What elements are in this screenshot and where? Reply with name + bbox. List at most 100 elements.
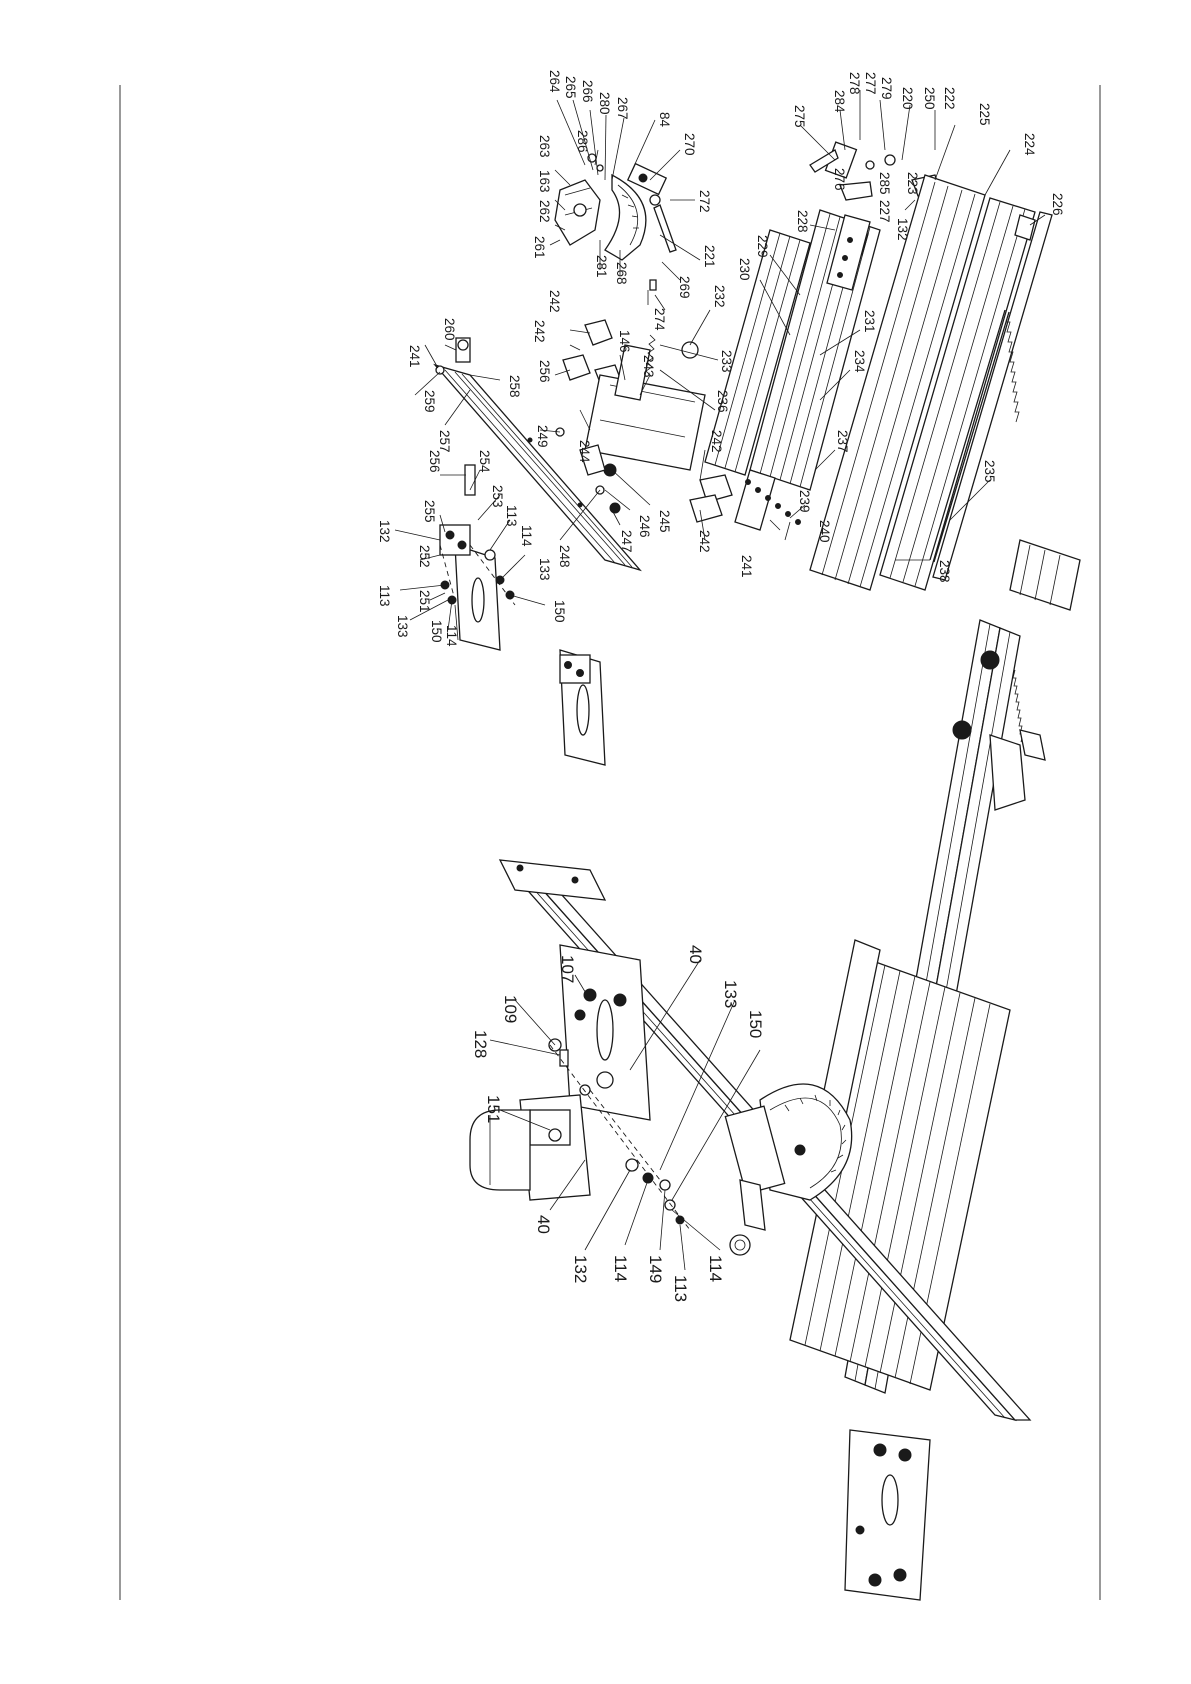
callout-244: 244 <box>577 440 592 463</box>
fence-rails-exploded <box>809 174 1053 591</box>
callout-133-top: 133 <box>721 980 740 1008</box>
callout-226: 226 <box>1050 193 1065 216</box>
callout-107: 107 <box>558 955 577 983</box>
callout-113-bottom: 113 <box>671 1275 690 1302</box>
callout-264: 264 <box>547 70 562 93</box>
callout-232: 232 <box>712 285 727 308</box>
callout-275: 275 <box>792 105 807 128</box>
callout-40-bottom: 40 <box>534 1215 553 1234</box>
callouts-large: 40 133 150 107 109 128 151 40 132 114 14… <box>471 945 765 1302</box>
callout-240: 240 <box>817 520 832 543</box>
assembled-miter-head <box>724 1083 853 1256</box>
callout-256b: 256 <box>427 450 442 473</box>
bracket-assembly-exploded <box>439 464 516 651</box>
callout-259: 259 <box>422 390 437 413</box>
callout-265: 265 <box>563 76 578 99</box>
callout-151: 151 <box>484 1095 503 1123</box>
callout-222: 222 <box>942 87 957 110</box>
callout-284: 284 <box>832 90 847 113</box>
callout-113b: 113 <box>377 585 392 607</box>
callout-278: 278 <box>847 72 862 95</box>
fence-bar-exploded <box>433 337 642 572</box>
callout-114-bottom-a: 114 <box>611 1255 630 1282</box>
callout-247: 247 <box>619 530 634 553</box>
motor-bracket-hardware <box>548 1009 691 1231</box>
bar-and-screws-exploded <box>734 469 801 531</box>
bracket-second-exploded <box>559 649 606 766</box>
callout-228: 228 <box>795 210 810 233</box>
callout-245: 245 <box>657 510 672 533</box>
callout-133a: 133 <box>537 558 552 581</box>
callout-221: 221 <box>702 245 717 268</box>
miter-head-exploded <box>554 153 677 305</box>
callout-237: 237 <box>835 430 850 453</box>
callout-114-bottom-b: 114 <box>706 1255 725 1282</box>
callout-250: 250 <box>922 87 937 110</box>
callout-257: 257 <box>437 430 452 453</box>
callout-113a: 113 <box>504 505 519 527</box>
callout-268: 268 <box>614 262 629 285</box>
callout-260: 260 <box>442 318 457 341</box>
callout-261: 261 <box>532 236 547 259</box>
callout-277: 277 <box>863 72 878 95</box>
callout-254: 254 <box>477 450 492 473</box>
assembled-table-extrusion <box>789 939 1011 1391</box>
callout-229: 229 <box>755 235 770 258</box>
callout-280: 280 <box>597 92 612 115</box>
callout-242a: 242 <box>547 290 562 313</box>
callout-253: 253 <box>490 485 505 508</box>
callout-239: 239 <box>797 490 812 513</box>
callout-266: 266 <box>580 80 595 103</box>
callout-256a: 256 <box>537 360 552 383</box>
assembled-end-bracket <box>844 1429 931 1601</box>
callout-276: 276 <box>832 168 847 191</box>
callout-40-top: 40 <box>686 945 705 964</box>
callout-132-bottom: 132 <box>571 1255 590 1283</box>
callout-238: 238 <box>937 560 952 583</box>
callout-234: 234 <box>852 350 867 373</box>
callout-272: 272 <box>697 190 712 213</box>
callout-267: 267 <box>615 97 630 120</box>
callout-258: 258 <box>507 375 522 398</box>
callout-114b: 114 <box>444 625 459 647</box>
callout-84: 84 <box>657 112 672 128</box>
callouts-small: 264 265 266 280 267 84 270 286 263 163 2… <box>377 70 1065 647</box>
callout-146: 146 <box>617 330 632 353</box>
callout-236: 236 <box>715 390 730 413</box>
callout-233: 233 <box>719 350 734 373</box>
callout-255: 255 <box>422 500 437 523</box>
callout-246: 246 <box>637 515 652 538</box>
callout-235: 235 <box>982 460 997 483</box>
callout-163: 163 <box>537 170 552 193</box>
callout-231: 231 <box>862 310 877 333</box>
callout-150a: 150 <box>552 600 567 623</box>
callout-150b: 150 <box>429 620 444 643</box>
callout-251: 251 <box>417 590 432 613</box>
callout-227: 227 <box>877 200 892 223</box>
hold-down-clamps-exploded <box>555 319 733 523</box>
callout-252: 252 <box>417 545 432 568</box>
callout-270: 270 <box>682 133 697 156</box>
callout-132b: 132 <box>377 520 392 543</box>
callout-225: 225 <box>977 103 992 126</box>
callout-132a: 132 <box>895 218 910 241</box>
callout-269: 269 <box>677 276 692 299</box>
assembled-left-bracket-motor <box>469 944 651 1201</box>
callout-281: 281 <box>594 255 609 278</box>
callout-128: 128 <box>471 1030 490 1058</box>
callout-149: 149 <box>646 1255 665 1283</box>
callout-224: 224 <box>1022 133 1037 156</box>
callout-242c: 242 <box>709 430 724 453</box>
callout-262: 262 <box>537 200 552 223</box>
callout-109: 109 <box>501 995 520 1023</box>
extrusion-plate-exploded <box>704 209 881 491</box>
callout-133b: 133 <box>395 615 410 638</box>
callout-220: 220 <box>900 87 915 110</box>
callout-242d: 242 <box>697 530 712 553</box>
callout-243: 243 <box>641 355 656 378</box>
callout-223: 223 <box>905 172 920 195</box>
leader-lines <box>394 90 1046 1271</box>
callout-249: 249 <box>535 425 550 448</box>
